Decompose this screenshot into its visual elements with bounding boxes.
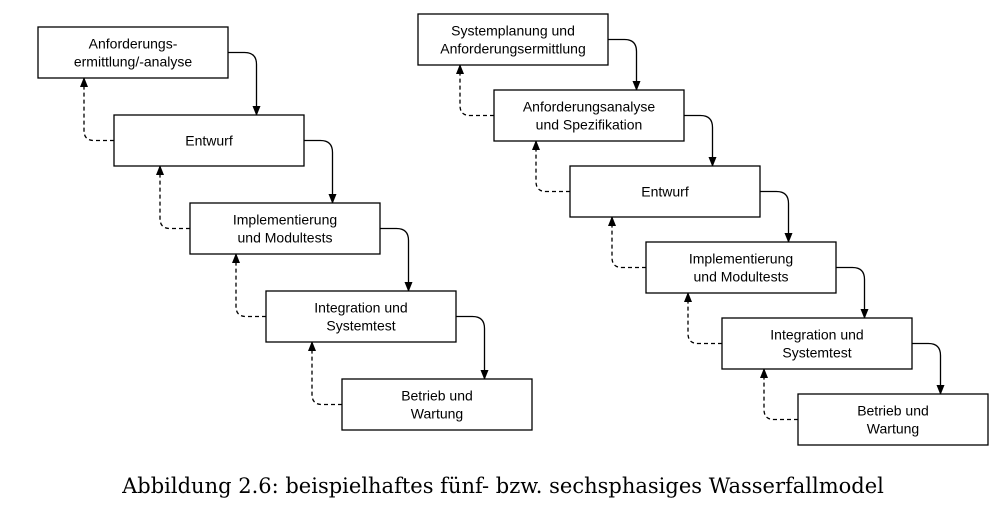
forward-arrow	[456, 315, 489, 380]
phase-label-line: und Modultests	[694, 269, 789, 285]
phase-label-line: Integration und	[770, 327, 863, 343]
waterfall-diagrams: Anforderungs-ermittlung/-analyseEntwurfI…	[37, 13, 989, 446]
phase-box	[37, 26, 229, 79]
phase-label-line: Betrieb und	[857, 403, 929, 419]
phase-label-line: Anforderungsermittlung	[440, 41, 586, 57]
phase-box	[341, 378, 533, 431]
feedback-arrow	[532, 140, 570, 193]
phase-label-line: ermittlung/-analyse	[74, 54, 192, 70]
phase-box	[113, 114, 305, 167]
phase-box	[189, 202, 381, 255]
phase-label-line: Betrieb und	[401, 388, 473, 404]
phase-label: Anforderungs-ermittlung/-analyse	[74, 36, 192, 70]
phase-label: Anforderungsanalyse und Spezifikation	[523, 99, 656, 133]
feedback-arrow	[684, 292, 722, 345]
phase-label-line: Implementierung	[233, 212, 337, 228]
forward-arrow	[760, 190, 793, 243]
phase-box	[721, 317, 913, 370]
forward-arrow	[228, 51, 261, 116]
phase-label-line: Systemtest	[326, 318, 395, 334]
phase-box	[493, 89, 685, 142]
forward-arrow	[380, 227, 413, 292]
phase-label-line: Systemplanung und	[451, 23, 575, 39]
phase-label-line: Wartung	[867, 421, 919, 437]
phase-label: Entwurf	[641, 184, 689, 200]
phase-label: Implementierung und Modultests	[689, 251, 793, 285]
phase-label-line: Wartung	[411, 406, 463, 422]
diagram-five-phase: Anforderungs-ermittlung/-analyseEntwurfI…	[37, 26, 533, 431]
phase-label-line: und Modultests	[238, 230, 333, 246]
phase-label-line: Entwurf	[641, 184, 689, 200]
forward-arrow	[684, 114, 717, 167]
phase-label-line: Anforderungs-	[89, 36, 178, 52]
figure-caption: Abbildung 2.6: beispielhaftes fünf- bzw.…	[122, 474, 884, 498]
forward-arrow	[836, 266, 869, 319]
phase-box	[797, 393, 989, 446]
feedback-arrow	[156, 165, 190, 230]
phase-label-line: Implementierung	[689, 251, 793, 267]
forward-arrow	[304, 139, 337, 204]
forward-arrow	[608, 38, 641, 91]
forward-arrow	[912, 342, 945, 395]
phase-label-line: Systemtest	[782, 345, 851, 361]
phase-label: Entwurf	[185, 133, 233, 149]
feedback-arrow	[80, 77, 114, 142]
phase-box	[417, 13, 609, 66]
phase-label: Implementierung und Modultests	[233, 212, 337, 246]
phase-label-line: und Spezifikation	[536, 117, 643, 133]
feedback-arrow	[608, 216, 646, 269]
phase-label-line: Integration und	[314, 300, 407, 316]
phase-label-line: Anforderungsanalyse	[523, 99, 656, 115]
feedback-arrow	[760, 368, 798, 421]
phase-box	[645, 241, 837, 294]
feedback-arrow	[232, 253, 266, 318]
feedback-arrow	[456, 64, 494, 117]
phase-box	[569, 165, 761, 218]
phase-label-line: Entwurf	[185, 133, 233, 149]
phase-box	[265, 290, 457, 343]
feedback-arrow	[308, 341, 342, 406]
